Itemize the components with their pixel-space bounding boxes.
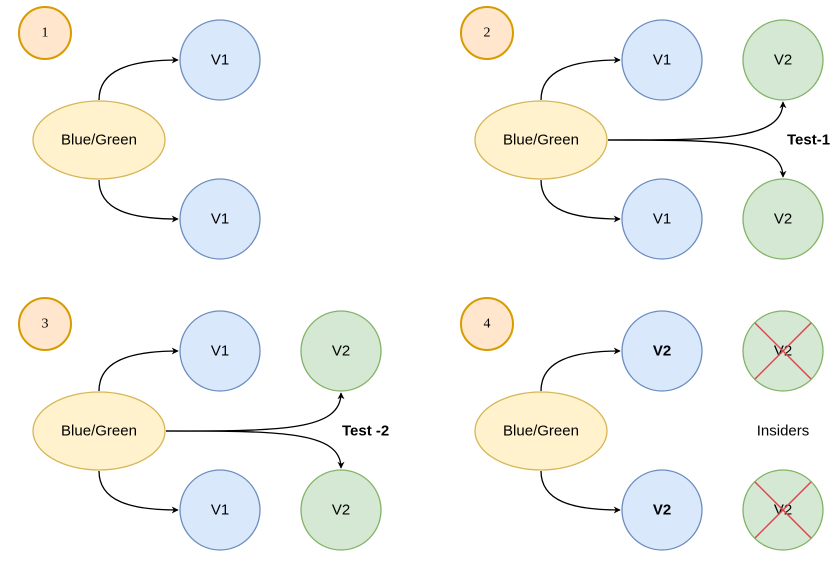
edge-hub-to-bottom-v: [98, 179, 179, 223]
panel-4: 4 Blue/Green V2 V2 V2 V2: [460, 297, 824, 551]
edge-hub-to-top-v: [540, 56, 621, 101]
edge-hub-to-top-v: [98, 56, 179, 101]
version-label: V1: [211, 502, 229, 519]
test-node-bottom: V2: [742, 178, 824, 260]
version-node-bottom: V1: [179, 469, 261, 551]
cross-out-icon: [754, 322, 812, 380]
version-node-top: V2: [621, 310, 703, 392]
step-badge-2: 2: [460, 6, 514, 60]
hub-label: Blue/Green: [503, 423, 579, 440]
version-label: V2: [332, 343, 350, 360]
test-node-top: V2: [300, 310, 382, 392]
step-number: 1: [42, 26, 49, 41]
version-label: V1: [211, 343, 229, 360]
edge-hub-to-test-top: [165, 392, 345, 432]
step-number: 2: [484, 26, 491, 41]
insiders-label: Insiders: [757, 423, 810, 440]
retired-node-bottom: V2: [742, 469, 824, 551]
version-label: V2: [774, 52, 792, 69]
version-label: V1: [211, 52, 229, 69]
panel-1: 1 Blue/Green V1 V1: [18, 6, 261, 260]
version-label: V1: [211, 211, 229, 228]
edge-hub-to-test-bottom: [607, 139, 787, 178]
version-label: V2: [653, 502, 671, 519]
version-label: V1: [653, 211, 671, 228]
version-node-bottom: V1: [621, 178, 703, 260]
edge-hub-to-bottom-v: [540, 470, 621, 514]
step-badge-1: 1: [18, 6, 72, 60]
version-label: V2: [332, 502, 350, 519]
version-label: V2: [774, 211, 792, 228]
step-number: 3: [42, 317, 49, 332]
panel-2: 2 Blue/Green V1 V1 V2 V2 Test-1: [460, 6, 830, 260]
version-node-bottom: V2: [621, 469, 703, 551]
edge-hub-to-bottom-v: [540, 179, 621, 223]
version-label: V1: [653, 52, 671, 69]
test-node-top: V2: [742, 19, 824, 101]
version-node-top: V1: [179, 310, 261, 392]
test-label: Test -2: [342, 423, 389, 440]
blue-green-hub: Blue/Green: [32, 391, 166, 471]
panel-3: 3 Blue/Green V1 V1 V2 V2 Test -2: [18, 297, 389, 551]
step-badge-3: 3: [18, 297, 72, 351]
blue-green-hub: Blue/Green: [32, 100, 166, 180]
hub-label: Blue/Green: [503, 132, 579, 149]
blue-green-hub: Blue/Green: [474, 391, 608, 471]
version-node-bottom: V1: [179, 178, 261, 260]
edge-hub-to-top-v: [540, 347, 621, 392]
version-node-top: V1: [621, 19, 703, 101]
step-badge-4: 4: [460, 297, 514, 351]
version-label: V2: [653, 343, 671, 360]
hub-label: Blue/Green: [61, 423, 137, 440]
edge-hub-to-bottom-v: [98, 470, 179, 514]
test-label: Test-1: [787, 132, 830, 149]
version-node-top: V1: [179, 19, 261, 101]
edge-hub-to-top-v: [98, 347, 179, 392]
hub-label: Blue/Green: [61, 132, 137, 149]
test-node-bottom: V2: [300, 469, 382, 551]
retired-node-top: V2: [742, 310, 824, 392]
cross-out-icon: [754, 481, 812, 539]
blue-green-hub: Blue/Green: [474, 100, 608, 180]
step-number: 4: [484, 317, 491, 332]
edge-hub-to-test-top: [607, 101, 787, 141]
edge-hub-to-test-bottom: [165, 430, 345, 469]
